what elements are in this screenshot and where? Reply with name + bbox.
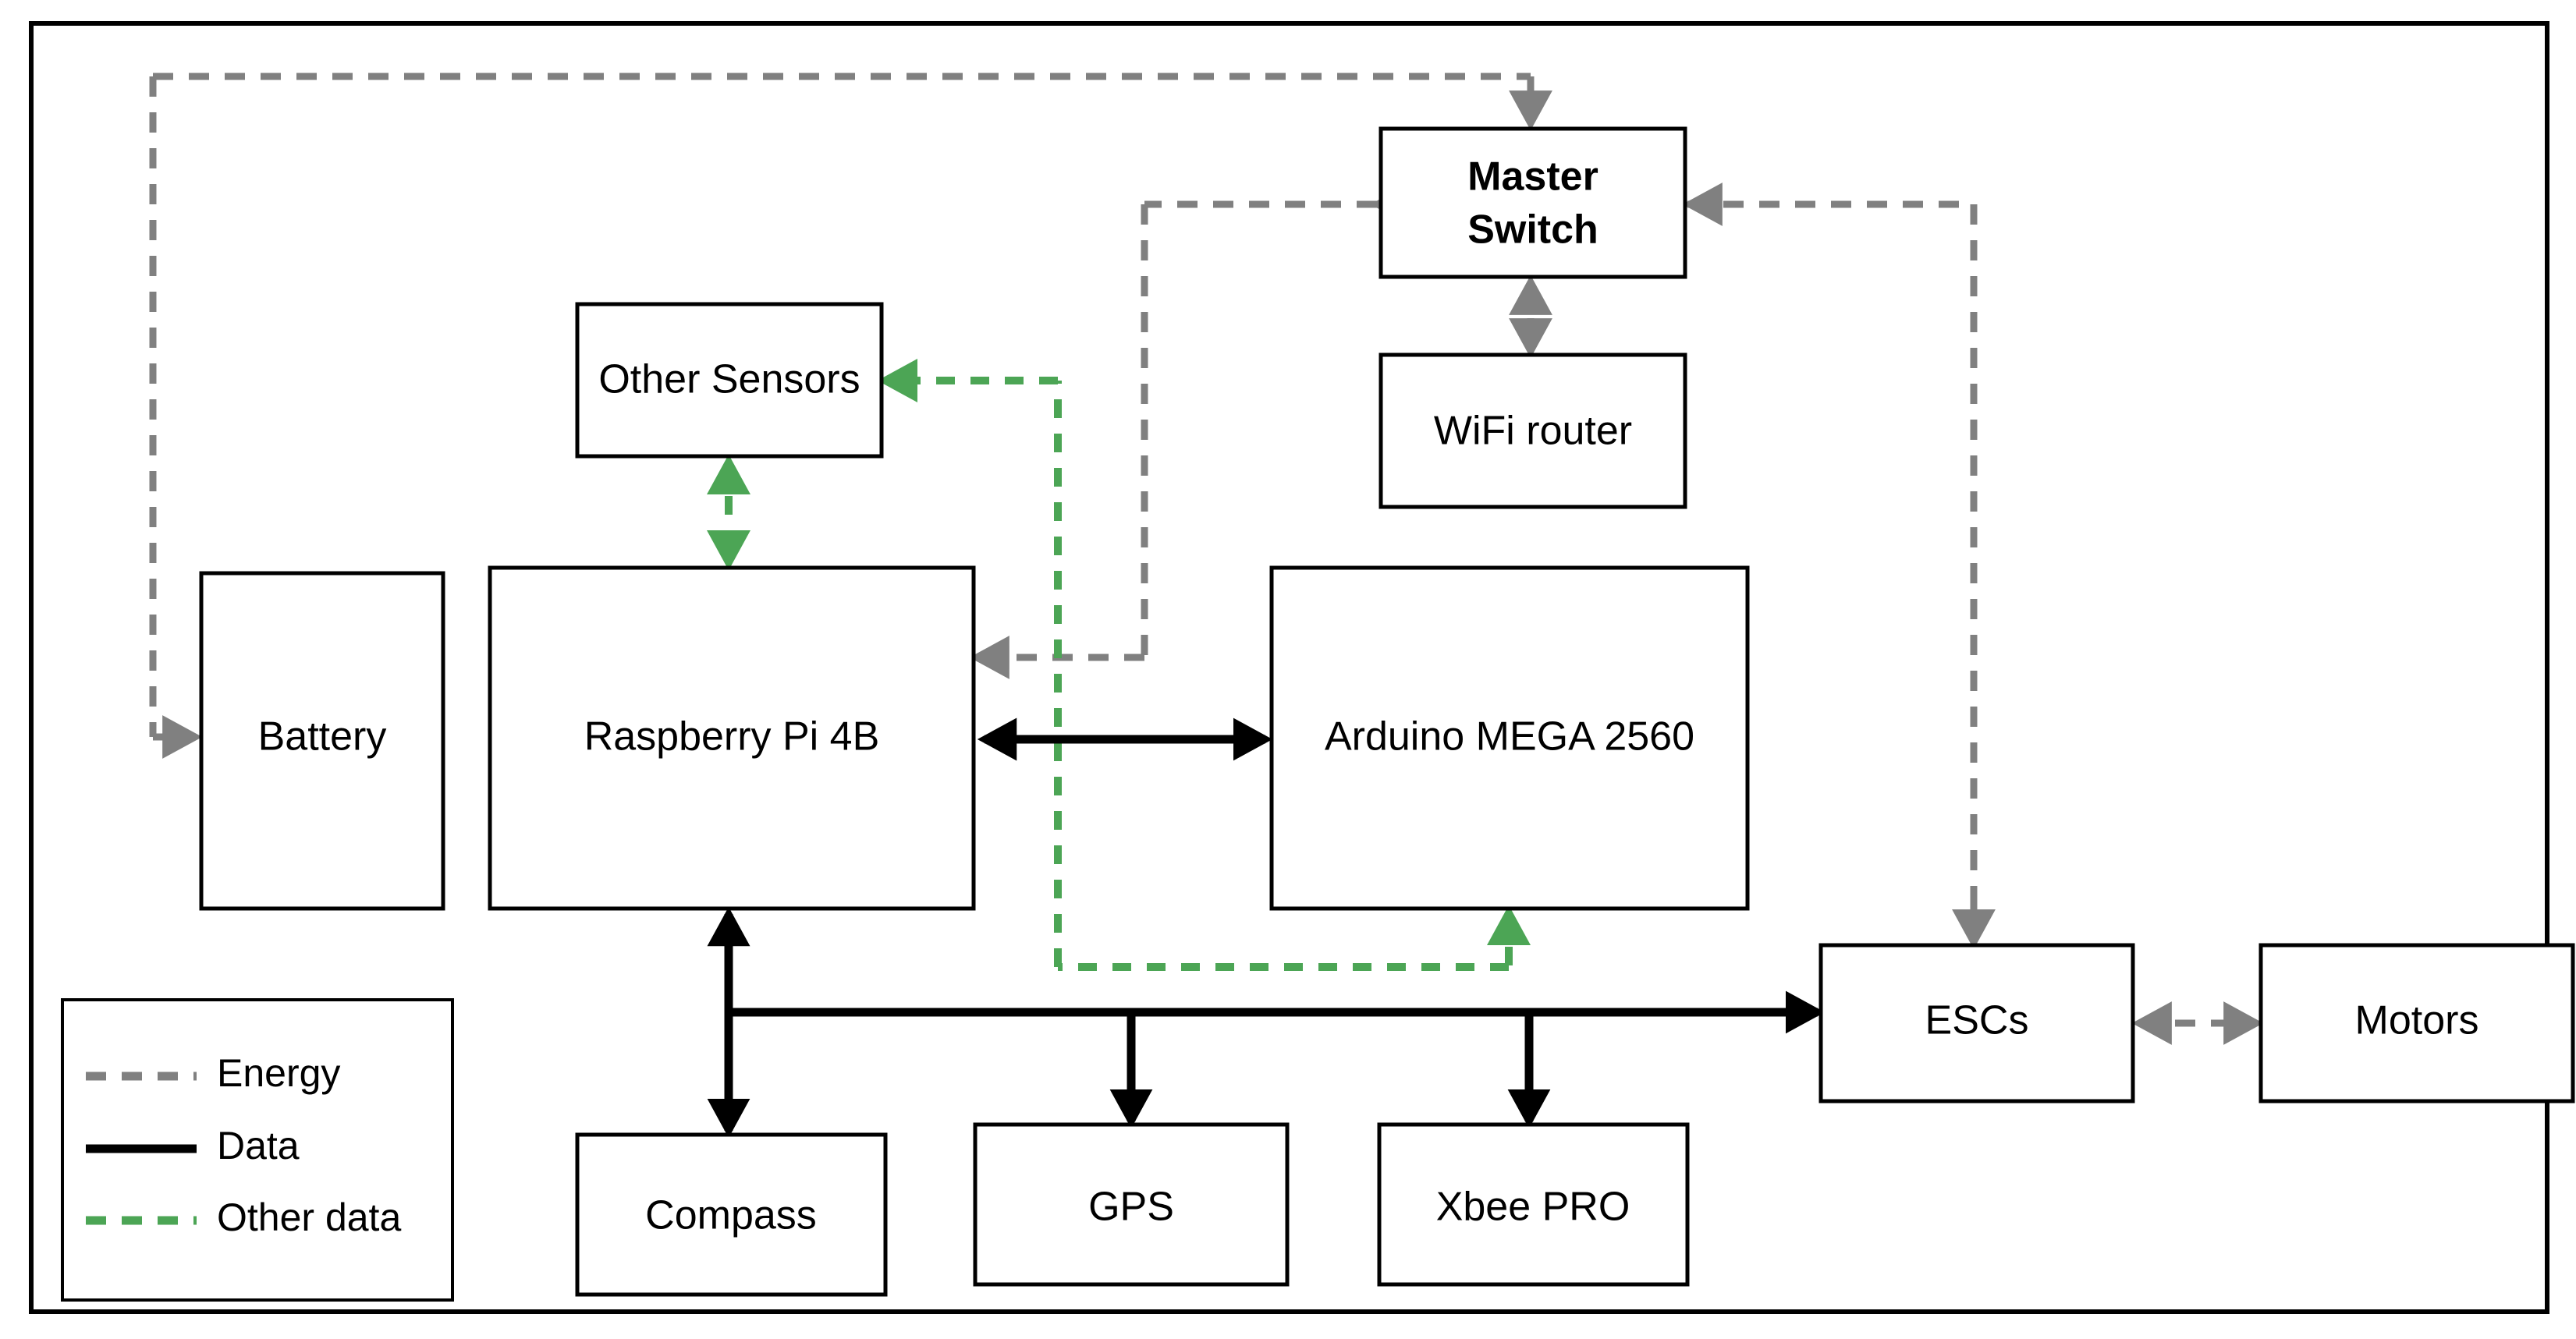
node-battery-label: Battery <box>258 714 387 760</box>
node-gps-box[interactable] <box>973 1122 1290 1287</box>
node-motors[interactable]: Motors <box>2258 943 2575 1103</box>
node-motors-box[interactable] <box>2258 943 2575 1103</box>
node-escs-box[interactable] <box>1818 943 2135 1103</box>
node-other-sensors-label: Other Sensors <box>598 357 860 402</box>
node-master-switch-label-line1: Master <box>1467 154 1598 200</box>
node-wifi-router-label: WiFi router <box>1434 409 1632 454</box>
node-motors-label: Motors <box>2355 998 2479 1043</box>
node-battery[interactable]: Battery <box>199 571 445 911</box>
node-gps-label: GPS <box>1088 1185 1174 1230</box>
node-gps[interactable]: GPS <box>973 1122 1290 1287</box>
node-arduino-mega-label: Arduino MEGA 2560 <box>1325 714 1694 760</box>
node-escs-label: ESCs <box>1925 998 2029 1043</box>
diagram-outer-frame <box>29 21 2549 1314</box>
node-xbee-pro-box[interactable] <box>1377 1122 1690 1287</box>
node-raspberry-pi[interactable]: Raspberry Pi 4B <box>488 565 976 911</box>
node-battery-box[interactable] <box>199 571 445 911</box>
node-escs[interactable]: ESCs <box>1818 943 2135 1103</box>
node-other-sensors[interactable]: Other Sensors <box>575 302 884 459</box>
legend-item-energy: Energy <box>86 1051 340 1095</box>
node-arduino-mega-box[interactable] <box>1269 565 1750 911</box>
legend-item-data: Data <box>86 1124 300 1167</box>
node-other-sensors-box[interactable] <box>575 302 884 459</box>
node-master-switch-box[interactable] <box>1378 126 1687 279</box>
legend-item-other-data: Other data <box>86 1196 401 1239</box>
node-arduino-mega[interactable]: Arduino MEGA 2560 <box>1269 565 1750 911</box>
node-raspberry-pi-label: Raspberry Pi 4B <box>584 714 880 760</box>
node-xbee-pro-label: Xbee PRO <box>1436 1185 1630 1230</box>
node-compass[interactable]: Compass <box>575 1132 888 1297</box>
node-compass-label: Compass <box>645 1193 817 1238</box>
node-compass-box[interactable] <box>575 1132 888 1297</box>
node-wifi-router-box[interactable] <box>1378 352 1687 509</box>
legend-data-label: Data <box>217 1124 300 1167</box>
node-master-switch-label-line2: Switch <box>1467 207 1598 253</box>
node-xbee-pro[interactable]: Xbee PRO <box>1377 1122 1690 1287</box>
legend: Energy Data Other data <box>61 998 454 1302</box>
node-raspberry-pi-box[interactable] <box>488 565 976 911</box>
legend-other-data-label: Other data <box>217 1196 401 1239</box>
node-master-switch[interactable]: Master Switch <box>1378 126 1687 279</box>
legend-energy-label: Energy <box>217 1051 340 1095</box>
node-wifi-router[interactable]: WiFi router <box>1378 352 1687 509</box>
